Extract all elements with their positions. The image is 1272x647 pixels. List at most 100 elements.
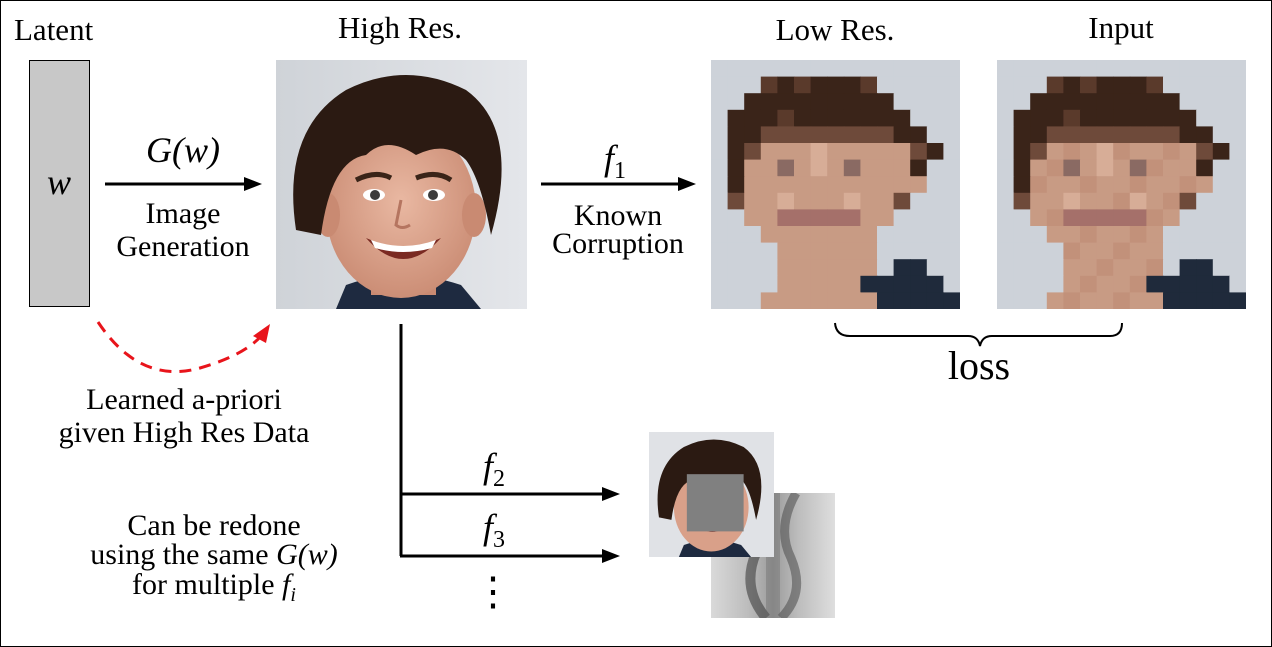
mosaic-pixel — [1229, 242, 1246, 260]
mosaic-pixel — [711, 159, 729, 177]
redo-label-3-math: f — [282, 568, 291, 601]
mosaic-pixel — [877, 226, 895, 244]
mosaic-pixel — [1146, 143, 1164, 161]
mosaic-pixel — [1046, 192, 1064, 210]
mosaic-pixel — [1013, 192, 1031, 210]
mosaic-pixel — [1129, 226, 1147, 244]
mosaic-pixel — [1179, 292, 1197, 309]
mosaic-pixel — [893, 192, 911, 210]
mosaic-pixel — [1229, 60, 1246, 78]
mosaic-pixel — [893, 176, 911, 194]
mosaic-pixel — [777, 242, 795, 260]
mosaic-pixel — [1063, 159, 1081, 177]
mosaic-pixel — [1129, 192, 1147, 210]
mosaic-pixel — [843, 192, 861, 210]
mosaic-pixel — [1129, 93, 1147, 111]
mosaic-pixel — [711, 109, 729, 127]
mosaic-pixel — [860, 76, 878, 94]
mosaic-pixel — [727, 242, 745, 260]
mosaic-pixel — [1179, 242, 1197, 260]
mosaic-pixel — [711, 143, 729, 161]
mosaic-pixel — [810, 60, 828, 78]
mosaic-pixel — [1080, 226, 1098, 244]
mosaic-pixel — [1096, 159, 1114, 177]
mosaic-pixel — [1163, 60, 1181, 78]
mosaic-pixel — [877, 292, 895, 309]
mosaic-pixel — [1146, 275, 1164, 293]
mosaic-pixel — [877, 192, 895, 210]
mosaic-pixel — [943, 143, 960, 161]
mosaic-pixel — [1030, 192, 1048, 210]
mosaic-pixel — [810, 109, 828, 127]
mosaic-pixel — [843, 93, 861, 111]
mosaic-pixel — [810, 192, 828, 210]
mosaic-pixel — [1229, 226, 1246, 244]
mosaic-pixel — [777, 126, 795, 144]
mosaic-pixel — [827, 292, 845, 309]
latent-title: Latent — [14, 12, 94, 47]
corruption-label-2: Corruption — [552, 227, 684, 260]
mosaic-pixel — [1146, 192, 1164, 210]
f1-symbol: f — [603, 138, 615, 178]
mosaic-pixel — [1179, 192, 1197, 210]
mosaic-pixel — [1080, 93, 1098, 111]
mosaic-pixel — [1146, 292, 1164, 309]
mosaic-pixel — [777, 192, 795, 210]
mosaic-pixel — [1163, 275, 1181, 293]
mosaic-pixel — [744, 242, 762, 260]
mosaic-pixel — [997, 126, 1015, 144]
mosaic-pixel — [860, 275, 878, 293]
mosaic-pixel — [910, 176, 928, 194]
mosaic-pixel — [1080, 209, 1098, 227]
mosaic-pixel — [860, 159, 878, 177]
mosaic-pixel — [910, 126, 928, 144]
mosaic-pixel — [843, 209, 861, 227]
f3-subscript: 3 — [493, 527, 506, 554]
mosaic-pixel — [711, 226, 729, 244]
mosaic-pixel — [1096, 292, 1114, 309]
mosaic-pixel — [997, 209, 1015, 227]
mosaic-pixel — [910, 60, 928, 78]
mosaic-pixel — [794, 76, 812, 94]
mosaic-pixel — [1212, 109, 1230, 127]
mosaic-pixel — [1229, 109, 1246, 127]
mosaic-pixel — [711, 192, 729, 210]
mosaic-pixel — [1013, 275, 1031, 293]
mosaic-pixel — [777, 159, 795, 177]
mosaic-pixel — [727, 159, 745, 177]
mosaic-pixel — [760, 242, 778, 260]
mosaic-pixel — [1146, 126, 1164, 144]
mosaic-pixel — [711, 176, 729, 194]
mosaic-pixel — [1080, 76, 1098, 94]
mosaic-pixel — [1196, 60, 1214, 78]
redo-label-1: Can be redone — [127, 509, 301, 542]
mosaic-pixel — [810, 76, 828, 94]
face-photo-icon — [276, 60, 527, 309]
mosaic-pixel — [926, 143, 944, 161]
mosaic-pixel — [1080, 242, 1098, 260]
mosaic-pixel — [1196, 242, 1214, 260]
mosaic-pixel — [1163, 192, 1181, 210]
mosaic-pixel — [1046, 159, 1064, 177]
mosaic-pixel — [893, 93, 911, 111]
latent-variable: w — [46, 162, 72, 202]
mosaic-pixel — [943, 192, 960, 210]
mosaic-pixel — [1096, 126, 1114, 144]
mosaic-pixel — [794, 109, 812, 127]
mosaic-pixel — [843, 292, 861, 309]
mosaic-pixel — [794, 226, 812, 244]
mosaic-pixel — [1129, 159, 1147, 177]
mosaic-pixel — [794, 292, 812, 309]
mosaic-pixel — [893, 292, 911, 309]
mosaic-pixel — [926, 109, 944, 127]
mosaic-pixel — [777, 226, 795, 244]
mosaic-pixel — [760, 60, 778, 78]
mosaic-pixel — [1013, 259, 1031, 277]
mosaic-pixel — [760, 176, 778, 194]
mosaic-pixel — [1113, 109, 1131, 127]
mosaic-pixel — [860, 242, 878, 260]
mosaic-pixel — [1212, 60, 1230, 78]
mosaic-pixel — [843, 176, 861, 194]
mosaic-pixel — [1146, 109, 1164, 127]
mosaic-pixel — [1063, 60, 1081, 78]
